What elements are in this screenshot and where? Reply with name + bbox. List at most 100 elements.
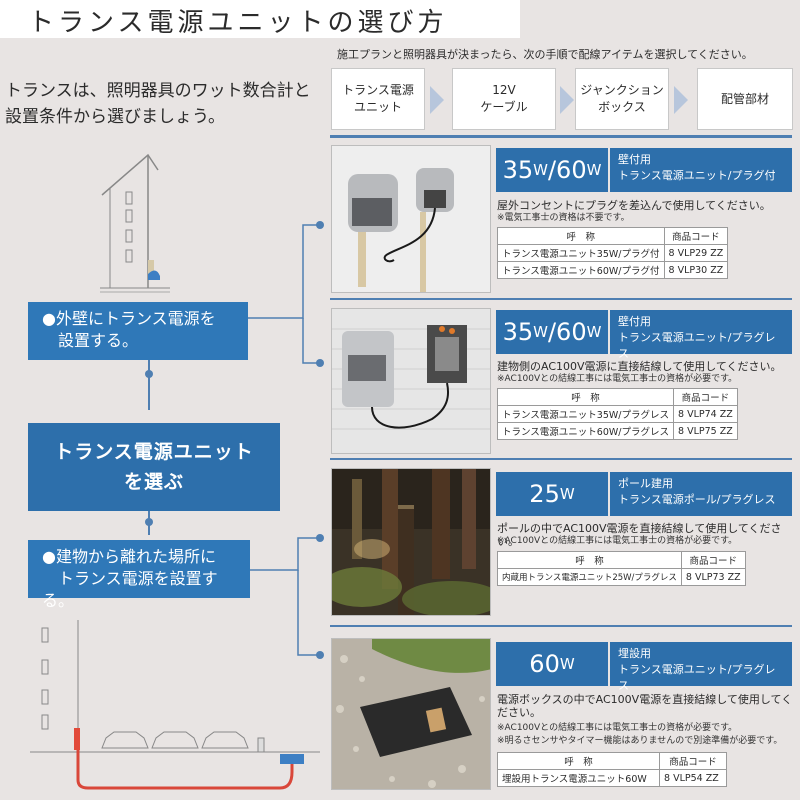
watt-unit: W [533, 323, 548, 341]
product-code: 8 VLP75 ZZ [673, 422, 738, 440]
flow-step-2: 12V ケーブル [452, 68, 556, 130]
watt-value-2: 60 [556, 156, 587, 184]
section-note: ※AC100Vとの結線工事には電気工事士の資格が必要です。 [497, 536, 738, 546]
table-row: 埋設用トランス電源ユニット60W 8 VLP54 ZZ [497, 769, 727, 787]
section-note: ※明るさセンサやタイマー機能はありませんので別途準備が必要です。 [497, 736, 783, 746]
wall-install-box: ●外壁にトランス電源を 設置する。 [28, 302, 248, 360]
title-band [0, 0, 520, 38]
col-name-header: 呼 称 [497, 388, 674, 406]
watt-value: 60 [529, 650, 560, 678]
usage-label: ポール建用 [618, 477, 673, 490]
product-table: 呼 称 商品コード 内蔵用トランス電源ユニット25W/プラグレス 8 VLP73… [497, 551, 746, 586]
flow-arrow-icon [430, 86, 444, 114]
table-header-row: 呼 称 商品コード [497, 752, 727, 770]
table-row: トランス電源ユニット35W/プラグレス 8 VLP74 ZZ [497, 405, 738, 423]
table-row: トランス電源ユニット60W/プラグレス 8 VLP75 ZZ [497, 422, 738, 440]
flow-step-1: トランス電源 ユニット [331, 68, 425, 130]
section-divider [330, 298, 792, 300]
product-type-label: トランス電源ユニット/プラグレス [618, 663, 776, 692]
usage-label: 壁付用 [618, 153, 651, 166]
product-table: 呼 称 商品コード トランス電源ユニット35W/プラグ付 8 VLP29 ZZ … [497, 227, 729, 279]
product-name: 内蔵用トランス電源ユニット25W/プラグレス [497, 568, 682, 586]
connector-dot [145, 370, 153, 378]
product-name: トランス電源ユニット60W/プラグ付 [497, 261, 665, 279]
product-photo-buried [331, 638, 491, 790]
col-code-header: 商品コード [663, 227, 729, 245]
product-name: 埋設用トランス電源ユニット60W [497, 769, 660, 787]
usage-label: 壁付用 [618, 315, 651, 328]
usage-label: 埋設用 [618, 647, 651, 660]
connector-dot [145, 518, 153, 526]
product-photo-pole [331, 468, 491, 616]
page-title: トランス電源ユニットの選び方 [28, 8, 448, 38]
section-description: 電源ボックスの中でAC100V電源を直接結線して使用してください。 [497, 693, 793, 719]
product-code: 8 VLP29 ZZ [663, 244, 729, 262]
product-code: 8 VLP54 ZZ [659, 769, 727, 787]
intro-text: トランスは、照明器具のワット数合計と設置条件から選びましょう。 [5, 81, 311, 127]
section-description: 建物側のAC100V電源に直接結線して使用してください。 [497, 360, 782, 373]
product-name: トランス電源ユニット60W/プラグレス [497, 422, 674, 440]
watt-value-2: 60 [556, 318, 587, 346]
flow-step-4: 配管部材 [697, 68, 793, 130]
product-name: トランス電源ユニット35W/プラグ付 [497, 244, 665, 262]
product-code: 8 VLP73 ZZ [680, 568, 746, 586]
watt-value: 25 [529, 480, 560, 508]
product-type-tag: 壁付用 トランス電源ユニット/プラグレス [610, 310, 792, 360]
table-row: トランス電源ユニット60W/プラグ付 8 VLP30 ZZ [497, 261, 729, 279]
separate-install-box: ●建物から離れた場所に トランス電源を設置する。 [28, 540, 250, 610]
watt-value: 35 [502, 318, 534, 346]
product-table: 呼 称 商品コード 埋設用トランス電源ユニット60W 8 VLP54 ZZ [497, 752, 727, 787]
site-illustration [30, 620, 320, 790]
select-unit-box: トランス電源ユニット を選ぶ [28, 423, 280, 511]
table-header-row: 呼 称 商品コード [497, 227, 729, 245]
flow-caption: 施工プランと照明器具が決まったら、次の手順で配線アイテムを選択してください。 [337, 48, 753, 61]
product-type-tag: ポール建用 トランス電源ポール/プラグレス [610, 472, 792, 516]
product-code: 8 VLP74 ZZ [673, 405, 738, 423]
flow-arrow-icon [560, 86, 574, 114]
col-code-header: 商品コード [673, 388, 738, 406]
col-name-header: 呼 称 [497, 551, 682, 569]
table-header-row: 呼 称 商品コード [497, 388, 738, 406]
section-divider [330, 625, 792, 627]
product-photo-plug [331, 145, 491, 293]
table-row: トランス電源ユニット35W/プラグ付 8 VLP29 ZZ [497, 244, 729, 262]
watt-unit: W [559, 485, 575, 503]
product-type-label: トランス電源ユニット/プラグレス [618, 331, 776, 360]
table-row: 内蔵用トランス電源ユニット25W/プラグレス 8 VLP73 ZZ [497, 568, 746, 586]
product-type-label: トランス電源ユニット/プラグ付 [618, 169, 776, 182]
house-illustration [100, 153, 170, 293]
flow-step-3: ジャンクション ボックス [575, 68, 669, 130]
flow-divider [330, 135, 792, 138]
watt-unit: W [533, 161, 548, 179]
product-code: 8 VLP30 ZZ [663, 261, 729, 279]
section-divider [330, 458, 792, 460]
section-note: ※AC100Vとの結線工事には電気工事士の資格が必要です。 [497, 723, 738, 733]
section-note: ※AC100Vとの結線工事には電気工事士の資格が必要です。 [497, 374, 738, 384]
product-type-tag: 壁付用 トランス電源ユニット/プラグ付 [610, 148, 792, 192]
watt-slash: / [547, 156, 557, 184]
product-table: 呼 称 商品コード トランス電源ユニット35W/プラグレス 8 VLP74 ZZ… [497, 388, 738, 440]
product-type-tag: 埋設用 トランス電源ユニット/プラグレス [610, 642, 792, 692]
watt-unit-2: W [586, 161, 602, 179]
section-description: ポールの中でAC100V電源を直接結線して使用してください。 [497, 522, 782, 548]
table-header-row: 呼 称 商品コード [497, 551, 746, 569]
product-name: トランス電源ユニット35W/プラグレス [497, 405, 674, 423]
section-description: 屋外コンセントにプラグを差込んで使用してください。 [497, 199, 771, 212]
section-note: ※電気工事士の資格は不要です。 [497, 213, 630, 223]
watt-value: 35 [502, 156, 534, 184]
branch-lines [248, 221, 324, 659]
connector-v1 [148, 360, 150, 410]
watt-unit: W [559, 655, 575, 673]
col-code-header: 商品コード [659, 752, 727, 770]
col-code-header: 商品コード [680, 551, 746, 569]
col-name-header: 呼 称 [497, 752, 660, 770]
product-type-label: トランス電源ポール/プラグレス [618, 493, 776, 506]
watt-unit-2: W [586, 323, 602, 341]
watt-slash: / [547, 318, 557, 346]
product-photo-plugless [331, 308, 491, 454]
flow-arrow-icon [674, 86, 688, 114]
